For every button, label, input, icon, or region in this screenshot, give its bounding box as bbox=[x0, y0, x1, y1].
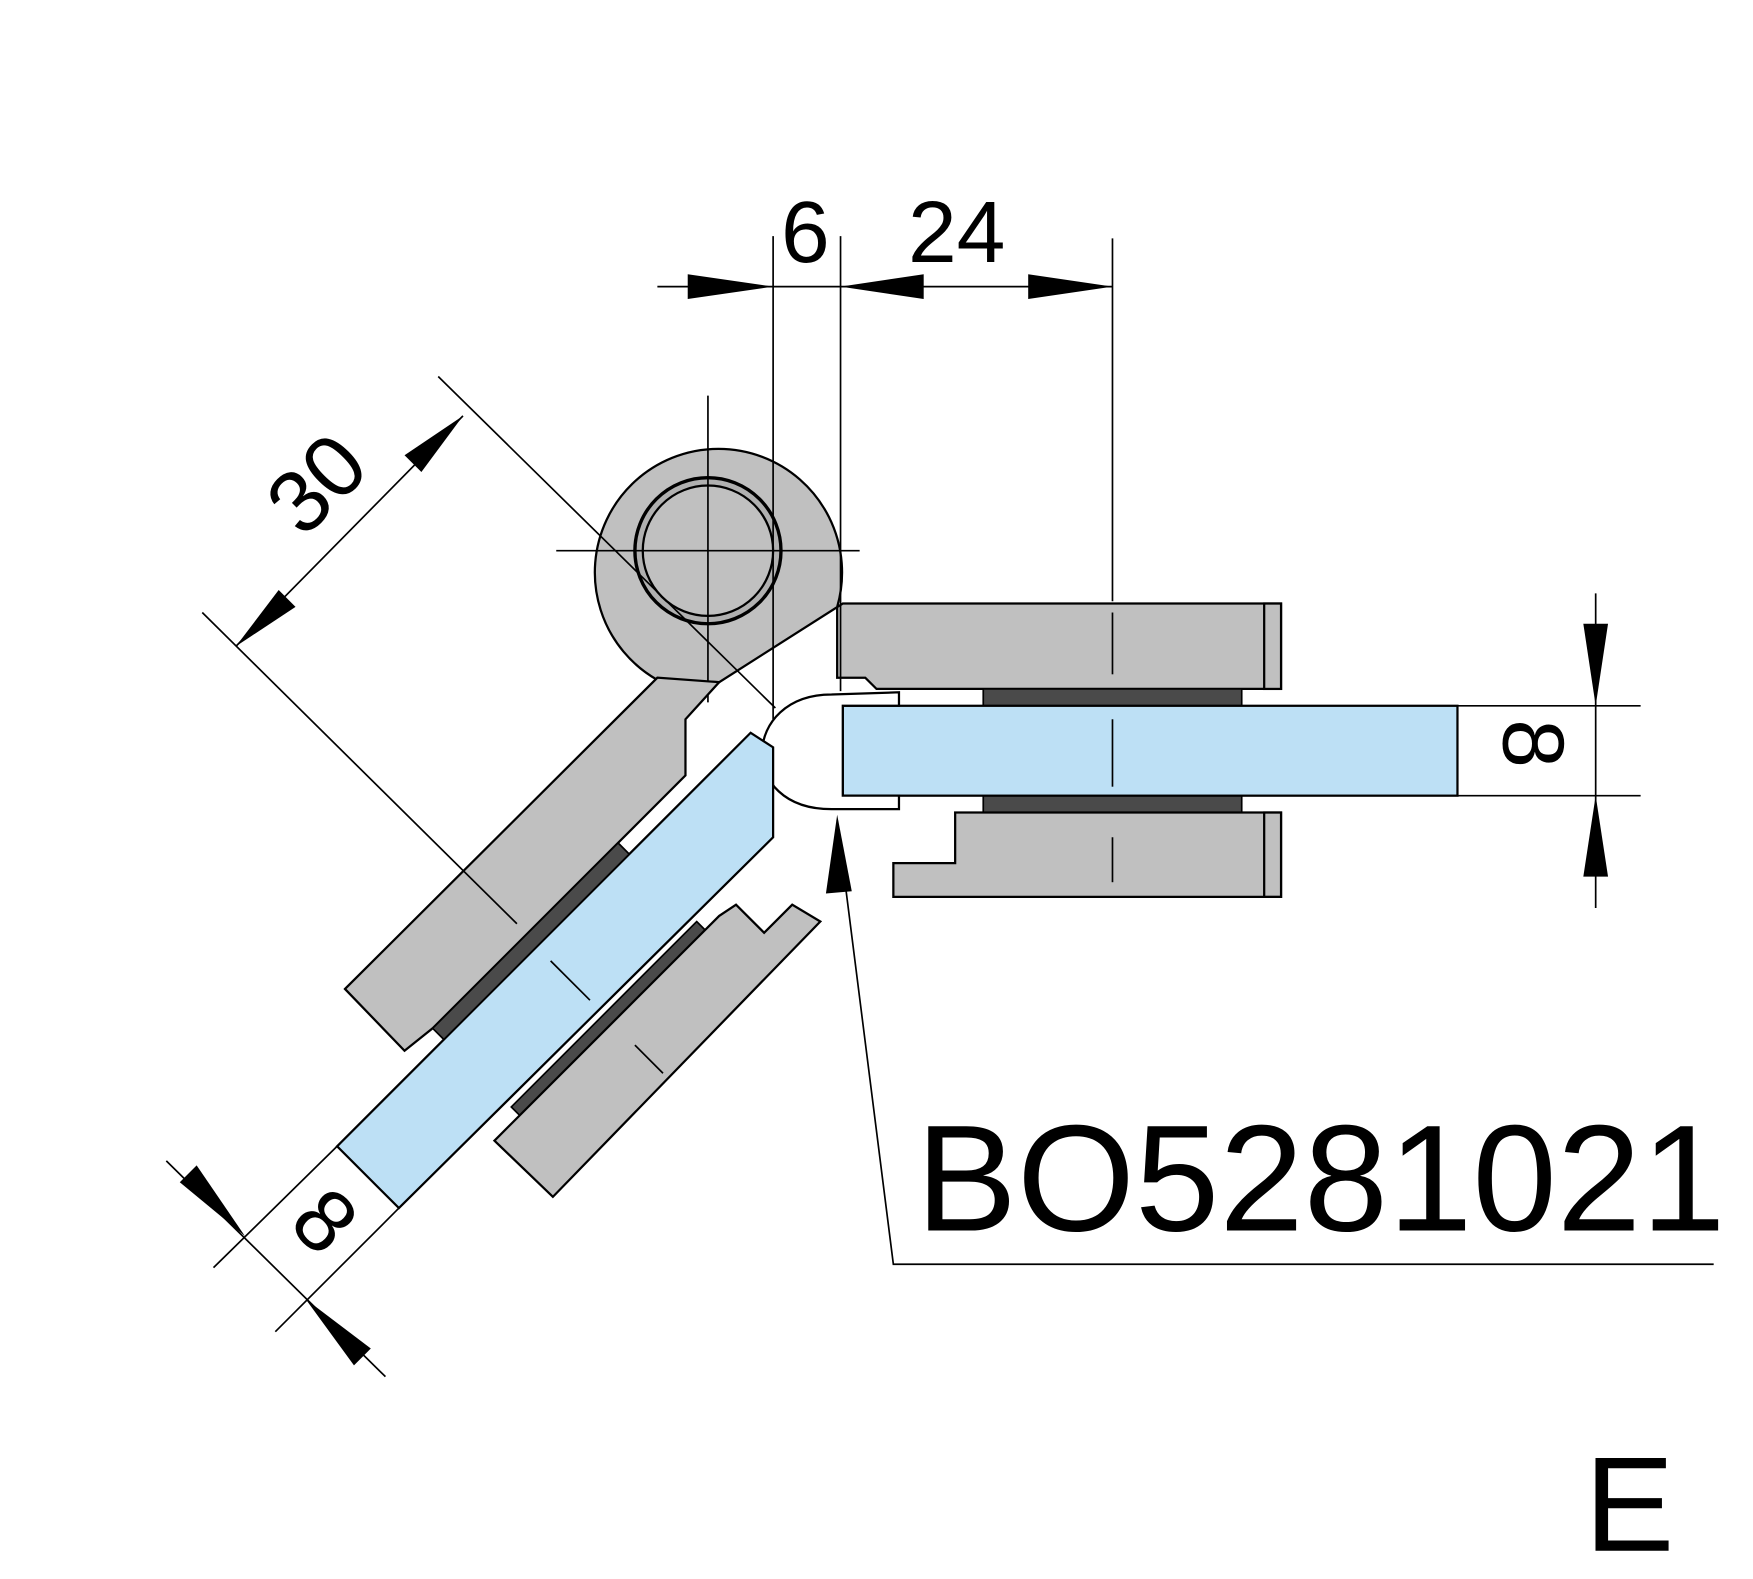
gasket-top bbox=[982, 688, 1243, 707]
part-number: BO5281021 bbox=[916, 1095, 1726, 1264]
dimension-8-diagonal: 8 bbox=[273, 1169, 377, 1273]
dimension-8-right: 8 bbox=[1485, 719, 1583, 768]
glass-panel-right bbox=[841, 704, 1459, 797]
clamp-plate-diagonal-lower bbox=[492, 903, 823, 1199]
plate-end-cap bbox=[1263, 602, 1283, 691]
glass-panel-diagonal bbox=[335, 731, 775, 1210]
gasket-diagonal-upper bbox=[431, 841, 631, 1041]
view-label: E bbox=[1584, 1429, 1674, 1579]
clamp-plate-diagonal-upper bbox=[343, 676, 722, 1053]
dimension-30: 30 bbox=[248, 415, 386, 553]
dimension-6: 6 bbox=[781, 183, 830, 281]
clamp-plate-lower bbox=[892, 811, 1283, 898]
dimension-24: 24 bbox=[908, 183, 1005, 281]
gasket-bottom bbox=[982, 794, 1243, 814]
plate-end-cap-lower bbox=[1263, 811, 1283, 898]
